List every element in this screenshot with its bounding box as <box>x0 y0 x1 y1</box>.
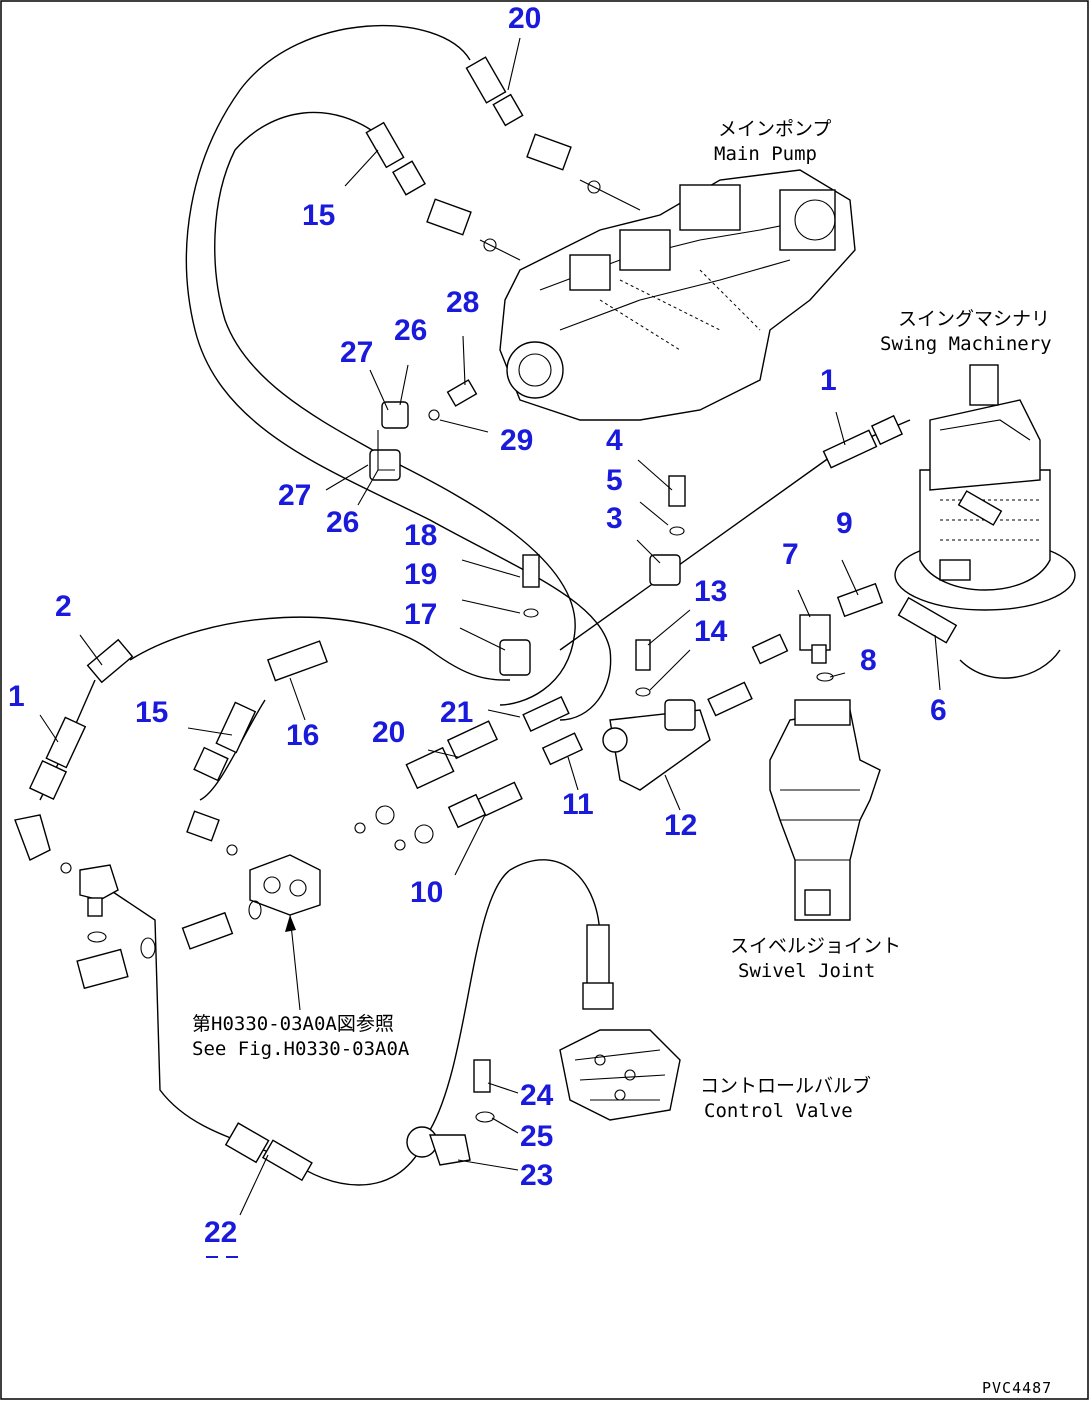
callout: 27 <box>278 479 311 512</box>
callout: 21 <box>440 696 473 729</box>
drawing-code: PVC4487 <box>982 1379 1052 1397</box>
callout: 7 <box>782 538 799 571</box>
swivel-joint-label-en: Swivel Joint <box>738 960 875 982</box>
callout: 18 <box>404 519 437 552</box>
reference-label-jp: 第H0330-03A0A図参照 <box>192 1013 394 1035</box>
leader-lines <box>39 37 941 1216</box>
callout: 5 <box>606 464 623 497</box>
callout: 12 <box>664 809 697 842</box>
swivel-joint-drawing <box>769 699 881 921</box>
callout: 23 <box>520 1159 553 1192</box>
callout: 6 <box>930 694 947 727</box>
callout: 15 <box>302 199 335 232</box>
callout: 15 <box>135 696 168 729</box>
callout: 20 <box>508 2 541 35</box>
main-pump-label-en: Main Pump <box>714 143 817 165</box>
reference-label-en: See Fig.H0330-03A0A <box>192 1038 410 1060</box>
swivel-joint-label-jp: スイベルジョイント <box>730 935 901 957</box>
callout: 25 <box>520 1120 553 1153</box>
component-labels: メインポンプ Main Pump スイングマシナリ Swing Machiner… <box>192 118 1052 1397</box>
callout: 3 <box>606 502 623 535</box>
swing-machinery-drawing <box>894 364 1076 611</box>
callout: 28 <box>446 286 479 319</box>
fittings <box>14 56 958 1182</box>
callout: 1 <box>8 680 25 713</box>
callout: 20 <box>372 716 405 749</box>
swing-machinery-label-jp: スイングマシナリ <box>898 308 1050 330</box>
callout: 27 <box>340 336 373 369</box>
callout: 16 <box>286 719 319 752</box>
callout: 9 <box>836 507 853 540</box>
callout: 13 <box>694 575 727 608</box>
callout: 11 <box>562 788 594 821</box>
main-pump-label-jp: メインポンプ <box>718 118 831 140</box>
callout: 4 <box>606 424 623 457</box>
callout: 19 <box>404 558 437 591</box>
control-valve-drawing <box>559 1029 681 1121</box>
callout: 14 <box>694 615 728 648</box>
control-valve-label-en: Control Valve <box>704 1100 853 1122</box>
callout: 24 <box>520 1079 554 1112</box>
callout: 2 <box>55 590 72 623</box>
callout: 10 <box>410 876 443 909</box>
callout: 29 <box>500 424 533 457</box>
main-pump-drawing <box>499 169 856 421</box>
control-valve-label-jp: コントロールバルブ <box>700 1074 871 1097</box>
callout: 26 <box>394 314 427 347</box>
callout: 1 <box>820 364 837 397</box>
callout-numbers: 20 15 28 27 26 29 4 5 3 1 27 26 18 19 17… <box>8 2 947 1258</box>
callout: 8 <box>860 644 877 677</box>
callout: 22 <box>204 1216 237 1249</box>
swing-machinery-label-en: Swing Machinery <box>880 333 1052 355</box>
callout: 17 <box>404 598 437 631</box>
callout: 26 <box>326 506 359 539</box>
